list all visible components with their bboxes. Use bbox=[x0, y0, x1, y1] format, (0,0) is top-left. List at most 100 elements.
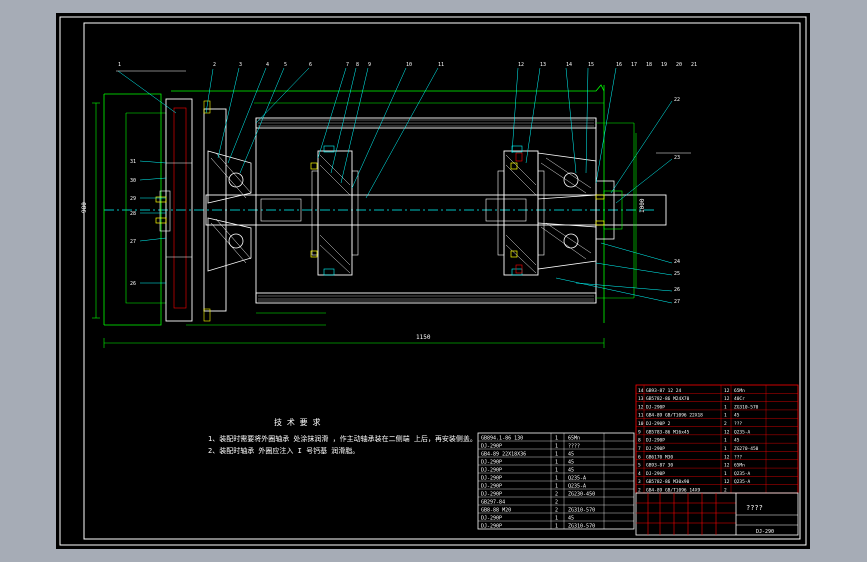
top-label: 14 bbox=[566, 62, 572, 68]
right-list-no: 8 bbox=[638, 438, 641, 444]
right-list-material: 65Mn bbox=[734, 388, 745, 394]
right-list-material: ZG310-570 bbox=[734, 404, 759, 410]
right-list-no: 7 bbox=[638, 446, 641, 452]
right-bearing-upper bbox=[537, 152, 597, 200]
top-label: 16 bbox=[616, 62, 622, 68]
left-height-dimension: 980 bbox=[81, 202, 88, 213]
outer-border bbox=[59, 16, 807, 546]
right-list-code: DJ-290P bbox=[646, 404, 665, 410]
right-label: 27 bbox=[674, 299, 680, 305]
title-box-text: ???? bbox=[746, 504, 763, 512]
tech-req-heading: 技 术 要 求 bbox=[274, 417, 320, 427]
right-list-material: 65Mn bbox=[734, 463, 745, 469]
tech-req-line-2: 2、装配时轴承 外圈应注入 I 号钙基 润滑脂。 bbox=[208, 446, 359, 455]
right-list-material: 45 bbox=[734, 413, 740, 419]
left-label: 30 bbox=[130, 178, 136, 184]
left-list-qty: 1 bbox=[555, 524, 558, 530]
right-list-qty: 12 bbox=[724, 396, 730, 402]
top-label: 9 bbox=[368, 62, 371, 68]
left-list-material: Q235-A bbox=[568, 484, 586, 490]
right-list-qty: 12 bbox=[724, 463, 730, 469]
right-label: 23 bbox=[674, 155, 680, 161]
top-label: 15 bbox=[588, 62, 594, 68]
left-list-code: DJ-290P bbox=[481, 476, 502, 482]
left-list-code: DJ-290P bbox=[481, 468, 502, 474]
top-label: 7 bbox=[346, 62, 349, 68]
right-list-qty: 1 bbox=[724, 446, 727, 452]
right-list-qty: 12 bbox=[724, 429, 730, 435]
left-drum-hub bbox=[317, 150, 353, 276]
left-list-material: Q235-A bbox=[568, 476, 586, 482]
left-list-material: 45 bbox=[568, 452, 574, 458]
top-label: 18 bbox=[646, 62, 652, 68]
right-drum-hub bbox=[503, 150, 539, 276]
right-list-no: 4 bbox=[638, 471, 641, 477]
left-list-code: DJ-290P bbox=[481, 492, 502, 498]
inner-border bbox=[83, 22, 801, 540]
left-list-qty: 2 bbox=[555, 508, 558, 514]
top-label: 5 bbox=[284, 62, 287, 68]
right-height-dimension: 1000 bbox=[639, 198, 646, 213]
top-label: 20 bbox=[676, 62, 682, 68]
right-list-material: Q235-A bbox=[734, 471, 751, 477]
left-list-code: DJ-290P bbox=[481, 460, 502, 466]
right-list-qty: 12 bbox=[724, 454, 730, 460]
left-list-qty: 1 bbox=[555, 436, 558, 442]
left-list-qty: 2 bbox=[555, 492, 558, 498]
left-list-qty: 1 bbox=[555, 444, 558, 450]
top-label: 17 bbox=[631, 62, 637, 68]
right-list-qty: 12 bbox=[724, 479, 730, 485]
left-bearing-housing bbox=[203, 108, 227, 312]
top-label: 19 bbox=[661, 62, 667, 68]
top-label: 13 bbox=[540, 62, 546, 68]
right-list-qty: 1 bbox=[724, 404, 727, 410]
right-label: 22 bbox=[674, 97, 680, 103]
left-list-code: GB297-84 bbox=[481, 500, 505, 506]
drawing-number: DJ-290 bbox=[756, 529, 774, 535]
tech-req-line-1: 1、装配时需要将外圈轴承 处涂抹润滑 ，作主动轴承装在二侧端 上后，再安装侧盖。 bbox=[208, 434, 477, 443]
left-list-material: ???? bbox=[568, 444, 580, 450]
right-list-material: ??? bbox=[734, 454, 742, 460]
right-list-no: 5 bbox=[638, 463, 641, 469]
technical-requirements: 技 术 要 求 1、装配时需要将外圈轴承 处涂抹润滑 ，作主动轴承装在二侧端 上… bbox=[208, 417, 477, 455]
top-label: 10 bbox=[406, 62, 412, 68]
left-label: 29 bbox=[130, 196, 136, 202]
right-list-no: 2 bbox=[638, 488, 641, 494]
right-list-qty: 1 bbox=[724, 438, 727, 444]
top-label: 3 bbox=[239, 62, 242, 68]
left-label: 27 bbox=[130, 239, 136, 245]
right-list-no: 9 bbox=[638, 429, 641, 435]
right-list-code: GB5782-86 M30x90 bbox=[646, 479, 690, 485]
right-list-material: 40Cr bbox=[734, 396, 745, 402]
right-list-material: 45 bbox=[734, 438, 740, 444]
top-label: 11 bbox=[438, 62, 444, 68]
right-end-cap bbox=[595, 180, 615, 240]
right-list-no: 3 bbox=[638, 479, 641, 485]
left-list-material: 45 bbox=[568, 516, 574, 522]
top-label: 8 bbox=[356, 62, 359, 68]
right-list-qty: 1 bbox=[724, 413, 727, 419]
right-list-code: GB93-87 30 bbox=[646, 463, 673, 469]
left-flange-inner bbox=[173, 107, 187, 309]
cad-drawing: 1150 980 1000 12345678910111213141516171… bbox=[59, 16, 807, 546]
left-list-material: ZG310-570 bbox=[568, 524, 595, 530]
left-list-material: ZG230-450 bbox=[568, 492, 595, 498]
overall-length-dimension: 1150 bbox=[416, 334, 431, 341]
left-list-code: GB894.1-86 130 bbox=[481, 436, 523, 442]
left-bearing-lower bbox=[228, 233, 244, 249]
right-list-qty: 1 bbox=[724, 471, 727, 477]
right-list-code: DJ-290P bbox=[646, 446, 665, 452]
right-list-no: 13 bbox=[638, 396, 644, 402]
left-list-material: 65Mn bbox=[568, 436, 580, 442]
top-label: 21 bbox=[691, 62, 697, 68]
right-list-code: DJ-290P 2 bbox=[646, 421, 671, 427]
right-list-code: GB93-87 12 24 bbox=[646, 388, 682, 394]
top-label: 1 bbox=[118, 62, 121, 68]
left-flange bbox=[165, 98, 193, 322]
pulley-assembly: 1150 980 1000 bbox=[81, 67, 691, 348]
left-list-qty: 1 bbox=[555, 460, 558, 466]
left-list-qty: 1 bbox=[555, 484, 558, 490]
